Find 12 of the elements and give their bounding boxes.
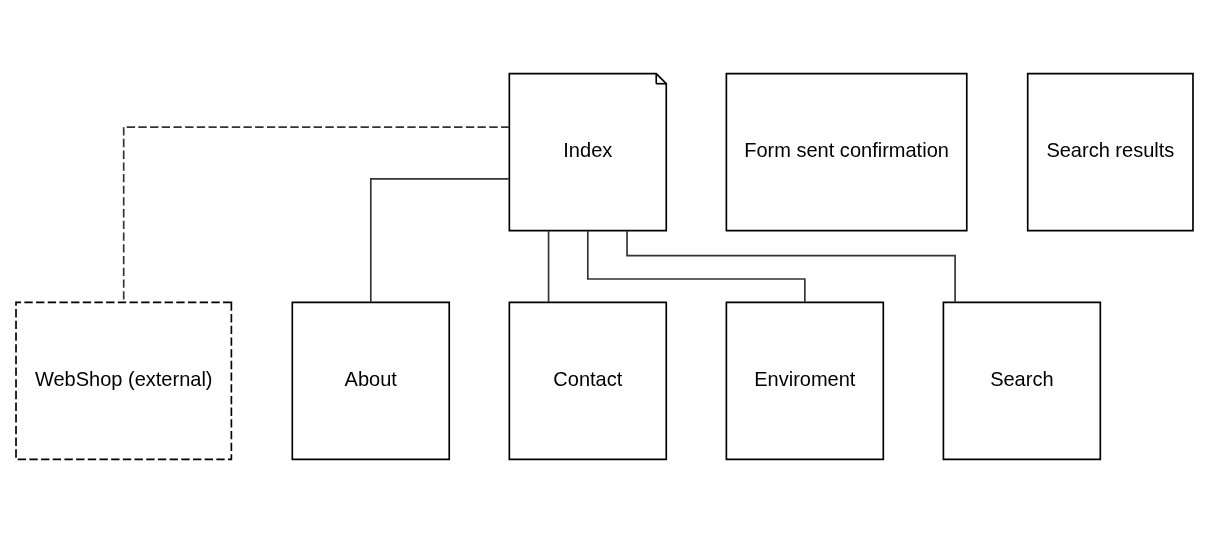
node-box: Search results [1026,72,1194,232]
connector [369,178,510,303]
node-box: Contact [508,301,668,461]
node-box: About [291,301,451,461]
node-box: Enviroment [725,301,885,461]
node-box: Search [942,301,1102,461]
connector [626,230,956,304]
node-box: Form sent confirmation [725,72,968,232]
connector [586,230,806,303]
node-box: WebShop (external) [15,301,233,461]
connector [547,230,550,303]
connector [122,126,510,303]
